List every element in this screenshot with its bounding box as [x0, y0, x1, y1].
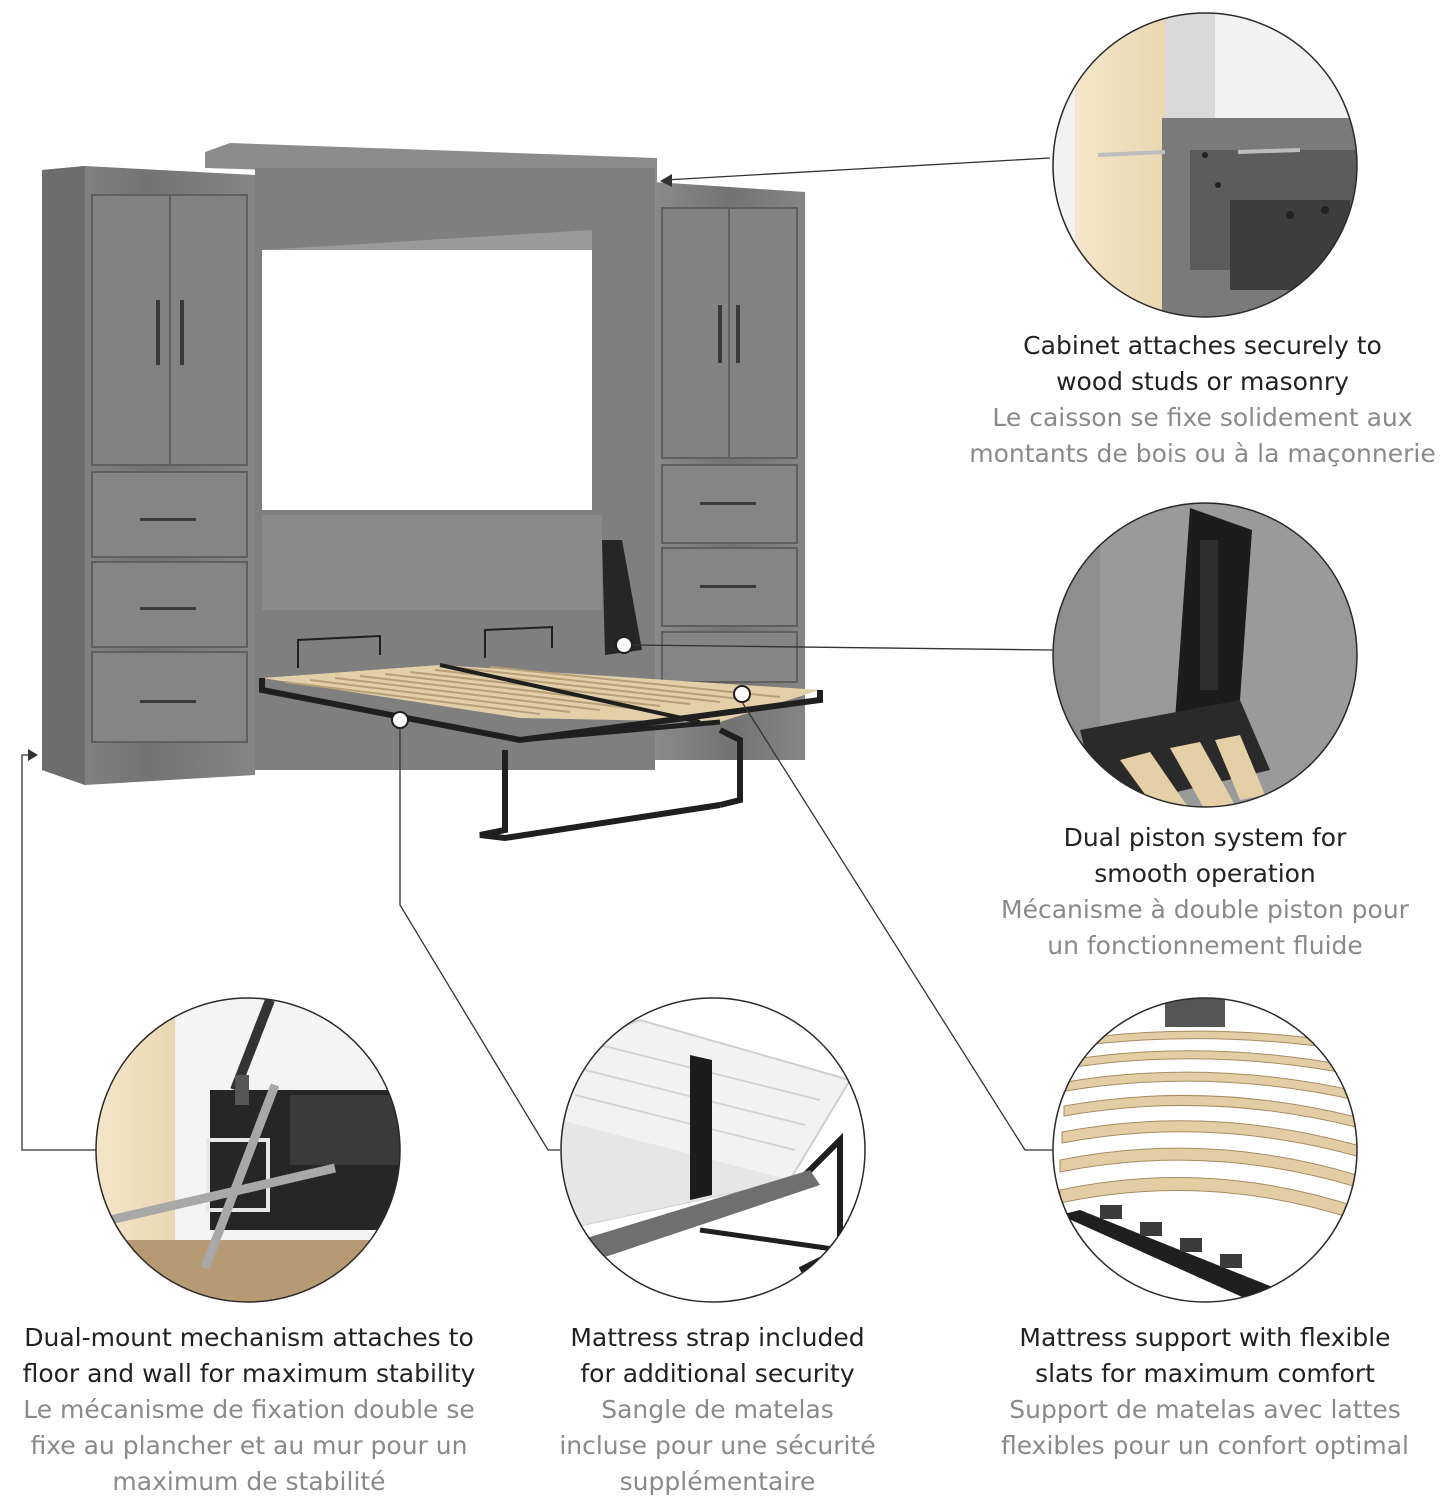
- caption-fr-line: incluse pour une sécurité: [559, 1431, 876, 1460]
- caption-fr-line: maximum de stabilité: [112, 1467, 386, 1496]
- caption-fr-line: Le caisson se fixe solidement aux: [992, 403, 1413, 432]
- detail-circle-wall-anchor: [1052, 12, 1358, 318]
- caption-fr-line: Sangle de matelas: [601, 1395, 834, 1424]
- bed-foot-bar: [479, 750, 721, 842]
- caption-piston: Dual piston system for smooth operation …: [955, 820, 1455, 964]
- caption-en-line: for additional security: [580, 1359, 855, 1388]
- slat-lines: [284, 663, 781, 724]
- caption-en-line: Mattress support with flexible: [1019, 1323, 1391, 1352]
- caption-fr-line: Support de matelas avec lattes: [1009, 1395, 1401, 1424]
- caption-en-line: Dual-mount mechanism attaches to: [24, 1323, 474, 1352]
- caption-fr-line: un fonctionnement fluide: [1047, 931, 1363, 960]
- hotspot-piston: [615, 636, 633, 654]
- left-drawer-3: [91, 651, 248, 743]
- piston-bracket: [602, 540, 642, 655]
- murphy-bed-unit: [42, 143, 823, 842]
- caption-bracket: Dual-mount mechanism attaches to floor a…: [0, 1320, 498, 1500]
- slat-frame-rail: [1060, 1210, 1280, 1302]
- caption-en-line: wood studs or masonry: [1056, 367, 1349, 396]
- left-drawer-2: [91, 561, 248, 648]
- bed-slat-platform: [262, 665, 820, 722]
- caption-fr-line: montants de bois ou à la maçonnerie: [969, 439, 1436, 468]
- caption-fr-line: Mécanisme à double piston pour: [1001, 895, 1409, 924]
- left-door-handle-icon: [156, 300, 160, 365]
- headboard-panel: [262, 515, 602, 610]
- caption-fr-line: supplémentaire: [619, 1467, 816, 1496]
- caption-mattress-strap: Mattress strap included for additional s…: [520, 1320, 915, 1500]
- caption-en-line: slats for maximum comfort: [1035, 1359, 1375, 1388]
- leader-lines: [21, 157, 1054, 1151]
- detail-circle-bracket: [95, 997, 401, 1303]
- right-door-handle-icon: [718, 305, 722, 363]
- caption-en-line: smooth operation: [1094, 859, 1316, 888]
- caption-en-line: Cabinet attaches securely to: [1023, 331, 1382, 360]
- caption-fr-line: fixe au plancher et au mur pour un: [30, 1431, 468, 1460]
- bracket-clamp: [206, 1138, 270, 1212]
- piston-slats: [1120, 735, 1265, 807]
- detail-circle-mattress-strap: [560, 997, 866, 1303]
- lag-screw-icon: [108, 1163, 337, 1225]
- caption-en-line: Mattress strap included: [570, 1323, 865, 1352]
- left-drawer-1: [91, 471, 248, 558]
- detail-circle-piston: [1052, 502, 1358, 808]
- caption-en-line: floor and wall for maximum stability: [22, 1359, 476, 1388]
- hotspot-strap: [391, 711, 409, 729]
- bed-leg: [718, 727, 743, 808]
- flex-slat-rows: [1059, 1030, 1357, 1222]
- caption-fr-line: flexibles pour un confort optimal: [1000, 1431, 1409, 1460]
- caption-slats: Mattress support with flexible slats for…: [960, 1320, 1450, 1464]
- caption-en-line: Dual piston system for: [1063, 823, 1347, 852]
- hotspot-slats: [733, 685, 751, 703]
- caption-wall-anchor: Cabinet attaches securely to wood studs …: [945, 328, 1455, 472]
- detail-circle-slats: [1052, 997, 1358, 1303]
- screw-icon: [1097, 150, 1166, 157]
- mattress-strap: [690, 1055, 712, 1200]
- caption-fr-line: Le mécanisme de fixation double se: [23, 1395, 475, 1424]
